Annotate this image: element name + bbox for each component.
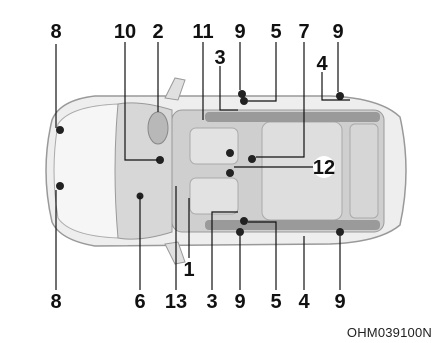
callout-3-top: 3 xyxy=(214,47,225,69)
sensor-side-bottom-a xyxy=(240,217,248,225)
sensor-seat-c xyxy=(248,155,256,163)
cargo-area xyxy=(350,124,378,218)
callout-4-bottom: 4 xyxy=(298,291,310,313)
sensor-rear-top xyxy=(336,92,344,100)
callout-10: 10 xyxy=(114,21,136,43)
callout-1: 1 xyxy=(183,259,194,281)
figure-code: OHM039100N xyxy=(347,325,432,340)
callout-6: 6 xyxy=(134,291,145,313)
callout-5-bottom: 5 xyxy=(270,291,281,313)
sensor-side-bottom-b xyxy=(236,228,244,236)
front-seat-right xyxy=(190,178,238,214)
sensor-seat-b xyxy=(226,169,234,177)
callout-3-bottom: 3 xyxy=(206,291,217,313)
curtain-strip-top xyxy=(205,112,380,122)
callout-7: 7 xyxy=(298,21,309,43)
sensor-front-left xyxy=(56,126,64,134)
callout-9-top-left: 9 xyxy=(234,21,245,43)
sensor-side-top-b xyxy=(240,97,248,105)
callout-9-bottom-left: 9 xyxy=(234,291,245,313)
hood xyxy=(54,104,118,238)
callout-4-top: 4 xyxy=(316,53,328,75)
callout-8-top: 8 xyxy=(50,21,61,43)
sensor-rear-bottom xyxy=(336,228,344,236)
callout-11: 11 xyxy=(192,21,213,43)
callout-9-bottom-right: 9 xyxy=(334,291,345,313)
passenger-airbag xyxy=(148,112,168,144)
sensor-front-right xyxy=(56,182,64,190)
callout-13: 13 xyxy=(165,291,187,313)
callout-2: 2 xyxy=(152,21,163,43)
sensor-side-top-a xyxy=(238,90,246,98)
callout-8-bottom: 8 xyxy=(50,291,61,313)
callout-5-top: 5 xyxy=(270,21,281,43)
callout-9-top-right: 9 xyxy=(332,21,343,43)
callout-12: 12 xyxy=(313,157,335,179)
curtain-strip-bottom xyxy=(205,220,380,230)
front-seat-left xyxy=(190,128,238,164)
sensor-seat-a xyxy=(226,149,234,157)
